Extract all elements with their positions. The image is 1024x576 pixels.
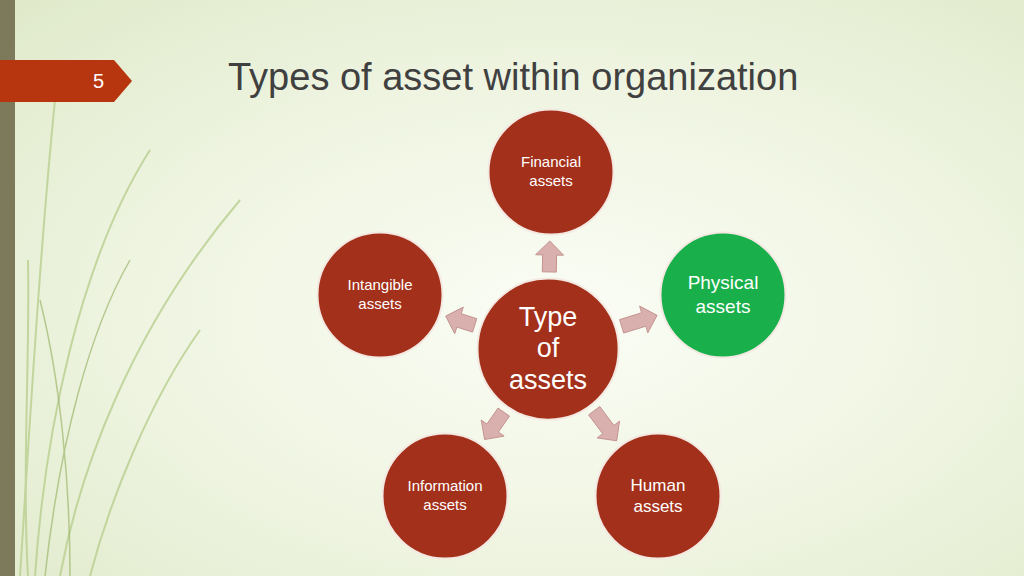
- asset-circle: Human assets: [594, 432, 722, 560]
- asset-circle: Physical assets: [659, 231, 787, 359]
- grass-lines: [20, 100, 240, 576]
- block-arrow: [446, 307, 477, 334]
- node-label: Human assets: [608, 475, 708, 518]
- block-arrow: [589, 407, 620, 441]
- block-arrow: [536, 241, 564, 272]
- slide-number-tab: 5: [0, 60, 132, 102]
- circle-shape: [594, 432, 722, 560]
- center-circle: Type of assets: [476, 277, 620, 421]
- asset-circle: Financial assets: [487, 108, 615, 236]
- block-arrow: [481, 408, 509, 439]
- node-label: Information assets: [395, 477, 495, 515]
- circle-shape: [659, 231, 787, 359]
- asset-circle: Intangible assets: [316, 231, 444, 359]
- asset-circle: Information assets: [381, 432, 509, 560]
- slide-title: Types of asset within organization: [228, 56, 798, 99]
- node-label: Type of assets: [504, 302, 592, 395]
- tab-shape: [0, 60, 132, 102]
- node-label: Physical assets: [673, 271, 773, 319]
- node-label: Financial assets: [501, 153, 601, 191]
- block-arrow: [620, 306, 658, 333]
- node-label: Intangible assets: [330, 276, 430, 314]
- slide-number: 5: [93, 69, 104, 94]
